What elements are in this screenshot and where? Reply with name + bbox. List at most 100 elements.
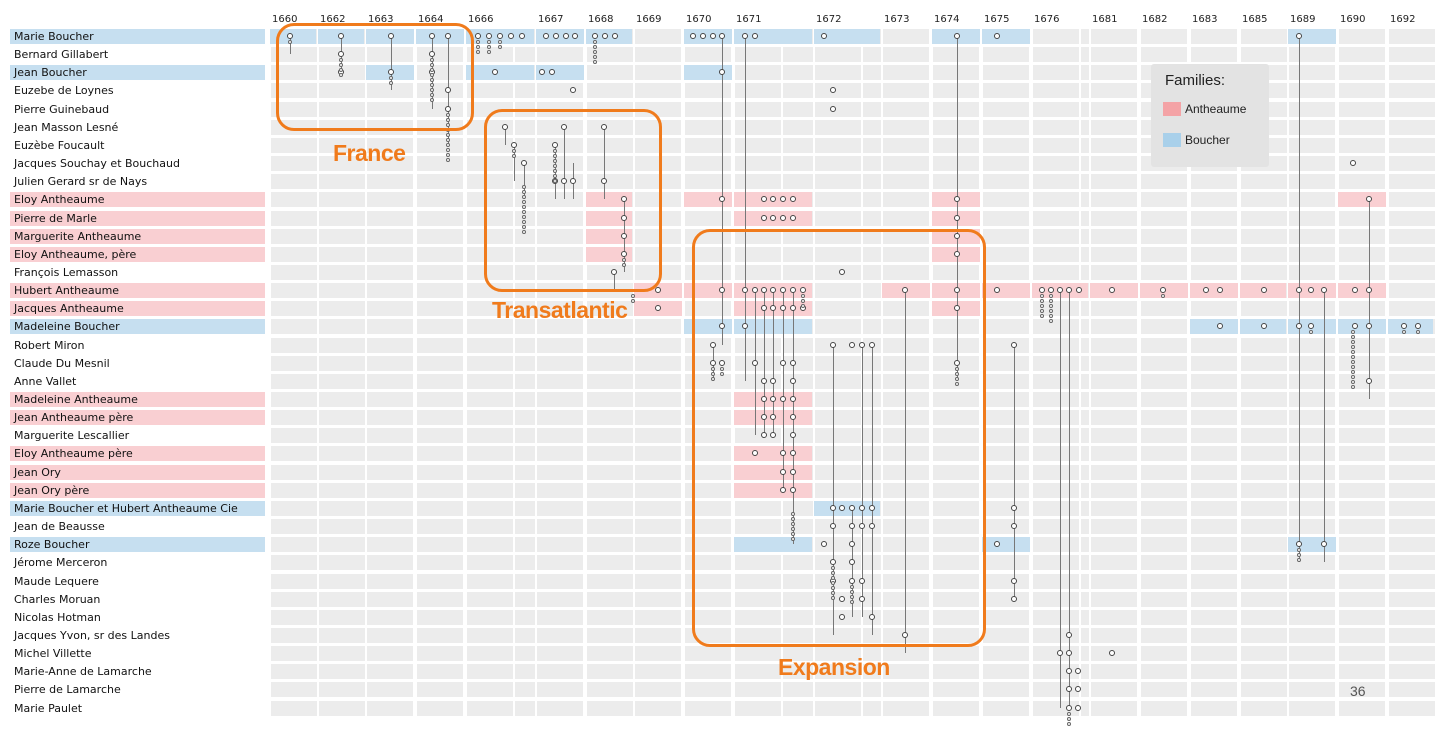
cell-divider <box>1189 26 1191 721</box>
hollow-circle-node <box>1321 541 1327 548</box>
family-activity-cell <box>1388 319 1433 335</box>
cell-divider <box>1031 26 1033 721</box>
year-label: 1666 <box>468 14 494 25</box>
year-label: 1673 <box>884 14 910 25</box>
hollow-circle-node <box>790 196 796 203</box>
transaction-link <box>1069 290 1071 708</box>
family-highlight <box>10 482 265 498</box>
hollow-circle-node <box>593 60 597 64</box>
hollow-circle-node <box>1040 294 1044 299</box>
hollow-circle-node <box>1352 287 1358 294</box>
family-activity-cell <box>684 192 732 208</box>
family-activity-cell <box>536 65 584 81</box>
hollow-circle-node <box>711 371 715 376</box>
hollow-circle-node <box>752 33 758 39</box>
hollow-circle-node <box>553 158 557 163</box>
row-track <box>270 101 1435 117</box>
family-activity-cell <box>982 283 1030 299</box>
hollow-circle-node <box>955 376 959 381</box>
hollow-circle-node <box>1351 375 1355 380</box>
hollow-circle-node <box>570 87 576 94</box>
hollow-circle-node <box>601 178 607 185</box>
person-name: Jean Antheaume père <box>14 411 134 425</box>
year-label: 1682 <box>1142 14 1168 25</box>
hollow-circle-node <box>631 294 635 299</box>
hollow-circle-node <box>1351 385 1355 390</box>
transaction-link <box>1299 36 1301 563</box>
hollow-circle-node <box>593 45 597 49</box>
hollow-circle-node <box>790 396 796 402</box>
hollow-circle-node <box>611 268 617 275</box>
hollow-circle-node <box>1297 558 1301 563</box>
hollow-circle-node <box>954 33 960 39</box>
transaction-link <box>745 36 747 381</box>
transaction-link <box>524 163 526 200</box>
year-label: 1690 <box>1340 14 1366 25</box>
hollow-circle-node <box>790 359 796 366</box>
hollow-circle-node <box>522 220 526 225</box>
hollow-circle-node <box>710 341 716 348</box>
legend-swatch-boucher <box>1163 133 1181 147</box>
family-highlight <box>10 537 265 553</box>
transaction-link <box>1060 290 1062 708</box>
page-number: 36 <box>1350 683 1366 699</box>
person-name: Roze Boucher <box>14 538 90 552</box>
year-label: 1675 <box>984 14 1010 25</box>
hollow-circle-node <box>338 33 344 39</box>
highlight-label-expansion: Expansion <box>778 654 890 680</box>
hollow-circle-node <box>1066 686 1072 693</box>
person-name: Charles Moruan <box>14 592 101 606</box>
hollow-circle-node <box>1066 668 1072 675</box>
hollow-circle-node <box>552 141 558 148</box>
hollow-circle-node <box>1351 340 1355 345</box>
row-track <box>270 609 1435 625</box>
hollow-circle-node <box>770 214 776 221</box>
row-track <box>270 682 1435 698</box>
hollow-circle-node <box>429 51 435 58</box>
hollow-circle-node <box>593 50 597 54</box>
transaction-link <box>391 36 393 91</box>
person-name: Eloy Antheaume, père <box>14 247 137 261</box>
hollow-circle-node <box>790 450 796 457</box>
row-track <box>270 119 1435 135</box>
hollow-circle-node <box>1040 299 1044 304</box>
hollow-circle-node <box>719 359 725 366</box>
row-track <box>270 392 1435 407</box>
person-name: Eloy Antheaume <box>14 193 105 207</box>
hollow-circle-node <box>994 287 1000 294</box>
hollow-circle-node <box>622 257 626 262</box>
hollow-circle-node <box>522 205 526 210</box>
hollow-circle-node <box>430 63 434 68</box>
family-activity-cell <box>1338 283 1386 299</box>
hollow-circle-node <box>1415 323 1421 330</box>
person-name: Jérome Merceron <box>14 556 108 570</box>
hollow-circle-node <box>1049 319 1053 324</box>
cell-divider <box>1187 26 1189 721</box>
hollow-circle-node <box>780 468 786 475</box>
highlight-label-france: France <box>333 140 406 166</box>
cell-divider <box>781 26 783 721</box>
hollow-circle-node <box>430 88 434 93</box>
hollow-circle-node <box>430 78 434 83</box>
hollow-circle-node <box>954 196 960 203</box>
cell-divider <box>931 26 933 721</box>
hollow-circle-node <box>1352 323 1358 330</box>
hollow-circle-node <box>388 33 394 39</box>
hollow-circle-node <box>1011 577 1017 584</box>
hollow-circle-node <box>955 366 959 371</box>
row-track <box>270 627 1435 643</box>
hollow-circle-node <box>790 287 796 294</box>
cell-divider <box>513 26 515 721</box>
hollow-circle-node <box>839 613 845 620</box>
hollow-circle-node <box>553 163 557 168</box>
cell-divider <box>1337 26 1339 721</box>
hollow-circle-node <box>1075 704 1081 711</box>
hollow-circle-node <box>770 196 776 203</box>
cell-divider <box>1139 26 1141 721</box>
person-name: Anne Vallet <box>14 374 77 388</box>
hollow-circle-node <box>492 69 498 76</box>
legend-label-boucher: Boucher <box>1185 133 1230 147</box>
hollow-circle-node <box>752 287 758 294</box>
person-name: Marie-Anne de Lamarche <box>14 665 152 679</box>
